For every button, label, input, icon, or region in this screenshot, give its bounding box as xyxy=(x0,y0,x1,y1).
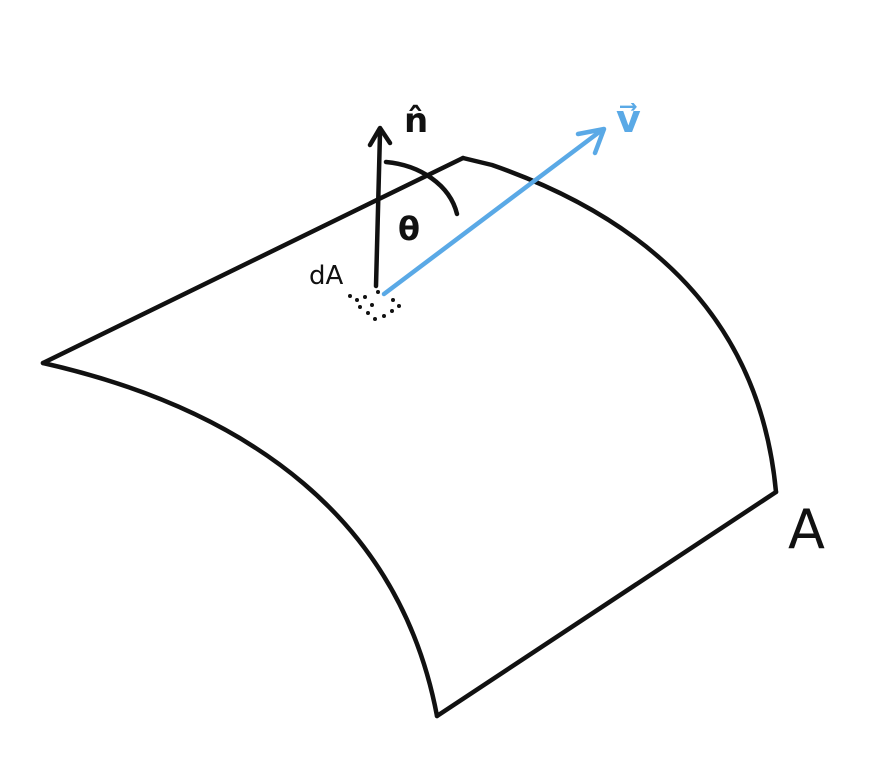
angle-arc xyxy=(383,159,460,217)
normal-vector xyxy=(367,125,393,289)
surface-left-edge xyxy=(40,360,440,719)
surface-A xyxy=(40,155,779,719)
normal-vector-shaft xyxy=(373,130,383,289)
velocity-vector-shaft xyxy=(381,127,605,297)
angle-label: θ xyxy=(398,210,420,248)
surface-label: A xyxy=(788,498,825,561)
velocity-arrowhead-icon xyxy=(575,126,607,156)
area-element-patch xyxy=(348,290,401,321)
normal-arrowhead-icon xyxy=(367,125,393,148)
surface-right-edge xyxy=(460,155,779,495)
surface-bottom-edge xyxy=(434,489,779,719)
velocity-vector xyxy=(381,126,607,297)
velocity-label: v⃗ xyxy=(616,97,641,141)
normal-label: n̂ xyxy=(404,101,428,141)
surface-top-edge xyxy=(40,155,466,366)
area-element-label: dA xyxy=(309,261,344,291)
